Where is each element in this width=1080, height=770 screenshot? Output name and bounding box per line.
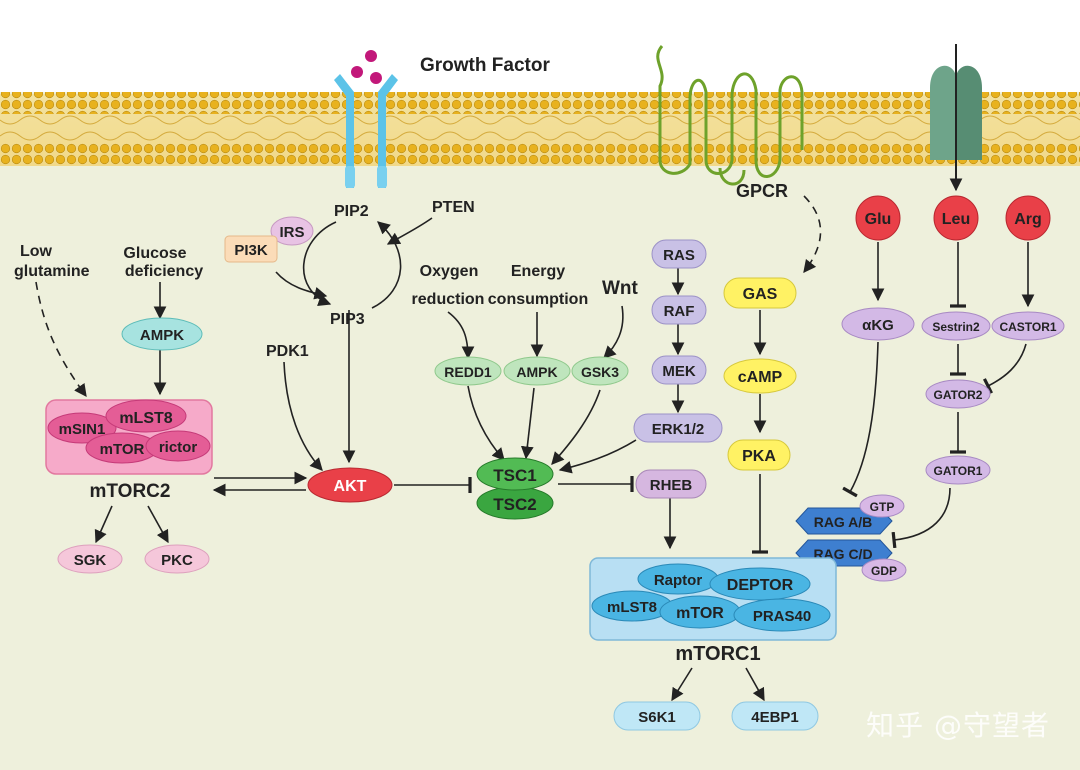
mek-node: MEK [651,355,707,385]
akt-node: AKT [307,467,393,503]
pip3-label: PIP3 [330,311,365,328]
pi3k-label: PI3K [234,242,268,259]
watermark: 知乎 @守望者 [866,709,1050,742]
glu-label: Glu [865,211,892,228]
mtorc1-complex: Raptor DEPTOR mLST8 mTOR PRAS40 [589,557,837,641]
glu-node: Glu [855,195,901,241]
rag-ab-label: RAG A/B [814,514,873,530]
gpcr-receptor-icon [656,45,804,186]
4ebp1-label: 4EBP1 [751,709,799,726]
pdk1-label: PDK1 [266,343,309,360]
ampk-node-left: AMPK [121,317,203,351]
redd1-node: REDD1 [434,356,502,386]
mtorc1-mlst8-label: mLST8 [607,599,657,616]
erk-node: ERK1/2 [633,413,723,443]
mtorc2-mtor-label: mTOR [100,441,145,458]
mtorc1-pras40-label: PRAS40 [753,608,811,625]
gdp-label: GDP [871,564,897,578]
pi3k-node: PI3K [224,235,278,263]
tsc2-label: TSC2 [493,495,536,514]
leu-node: Leu [933,195,979,241]
gsk3-node: GSK3 [571,356,629,386]
gas-label: GAS [743,286,778,303]
low-glutamine-label-1: Low [20,243,53,260]
pka-node: PKA [727,439,791,471]
mtorc2-rictor-label: rictor [159,439,198,456]
s6k1-node: S6K1 [613,701,701,731]
mtorc2-title: mTORC2 [90,481,171,502]
mtorc1-title: mTORC1 [675,643,760,665]
sgk-label: SGK [74,552,107,569]
gtp-label: GTP [870,500,895,514]
ras-node: RAS [651,239,707,269]
pka-label: PKA [742,448,776,465]
gator2-label: GATOR2 [934,388,983,402]
gas-node: GAS [723,277,797,309]
mtorc1-raptor-label: Raptor [654,572,702,589]
mtorc2-msin1-label: mSIN1 [59,421,106,438]
ampk-node-mid: AMPK [503,356,571,386]
pathway-edges [35,176,1035,702]
pten-label: PTEN [432,199,475,216]
castor1-node: CASTOR1 [991,311,1065,341]
akt-label: AKT [334,478,367,495]
irs-node: IRS [270,216,314,246]
mtorc1-deptor-label: DEPTOR [727,577,794,594]
arg-node: Arg [1005,195,1051,241]
ras-label: RAS [663,247,695,264]
gator1-label: GATOR1 [934,464,983,478]
ampk-mid-label: AMPK [516,364,557,380]
sestrin2-node: Sestrin2 [921,311,991,341]
gator1-node: GATOR1 [925,455,991,485]
membrane-channel-icon [930,44,982,180]
growth-factor-label: Growth Factor [420,55,550,76]
erk-label: ERK1/2 [652,421,705,438]
pkc-node: PKC [144,544,210,574]
mtorc2-mlst8-label: mLST8 [119,410,172,427]
energy-consumption-label-1: Energy [511,263,565,280]
akg-label: αKG [862,317,894,334]
camp-label: cAMP [738,369,783,386]
mtorc1-mtor-label: mTOR [676,605,724,622]
pkc-label: PKC [161,552,193,569]
akg-node: αKG [841,307,915,341]
mtorc2-complex: mSIN1 mLST8 mTOR rictor [45,399,213,475]
raf-node: RAF [651,295,707,325]
irs-label: IRS [279,224,304,241]
oxygen-reduction-label-1: Oxygen [420,263,479,280]
gator2-node: GATOR2 [925,379,991,409]
s6k1-label: S6K1 [638,709,676,726]
wnt-label: Wnt [602,278,639,299]
camp-node: cAMP [723,358,797,394]
sgk-node: SGK [57,544,123,574]
rheb-node: RHEB [635,469,707,499]
oxygen-reduction-label-2: reduction [412,291,485,308]
ampk-left-label: AMPK [140,327,184,344]
glucose-deficiency-label-2: deficiency [125,263,203,280]
tsc1-label: TSC1 [493,466,536,485]
pip2-label: PIP2 [334,203,369,220]
glucose-deficiency-label-1: Glucose [123,245,186,262]
mek-label: MEK [662,363,696,380]
redd1-label: REDD1 [444,364,492,380]
arg-label: Arg [1014,211,1042,228]
growth-factor-receptor-icon [334,50,398,188]
rheb-label: RHEB [650,477,693,494]
castor1-label: CASTOR1 [999,320,1056,334]
raf-label: RAF [664,303,695,320]
cell-membrane [0,0,1080,166]
4ebp1-node: 4EBP1 [731,701,819,731]
sestrin2-label: Sestrin2 [932,320,980,334]
leu-label: Leu [942,211,970,228]
tsc-complex: TSC1 TSC2 [476,457,554,520]
gpcr-label: GPCR [736,181,788,201]
gsk3-label: GSK3 [581,364,619,380]
low-glutamine-label-2: glutamine [14,263,90,280]
energy-consumption-label-2: consumption [488,291,588,308]
